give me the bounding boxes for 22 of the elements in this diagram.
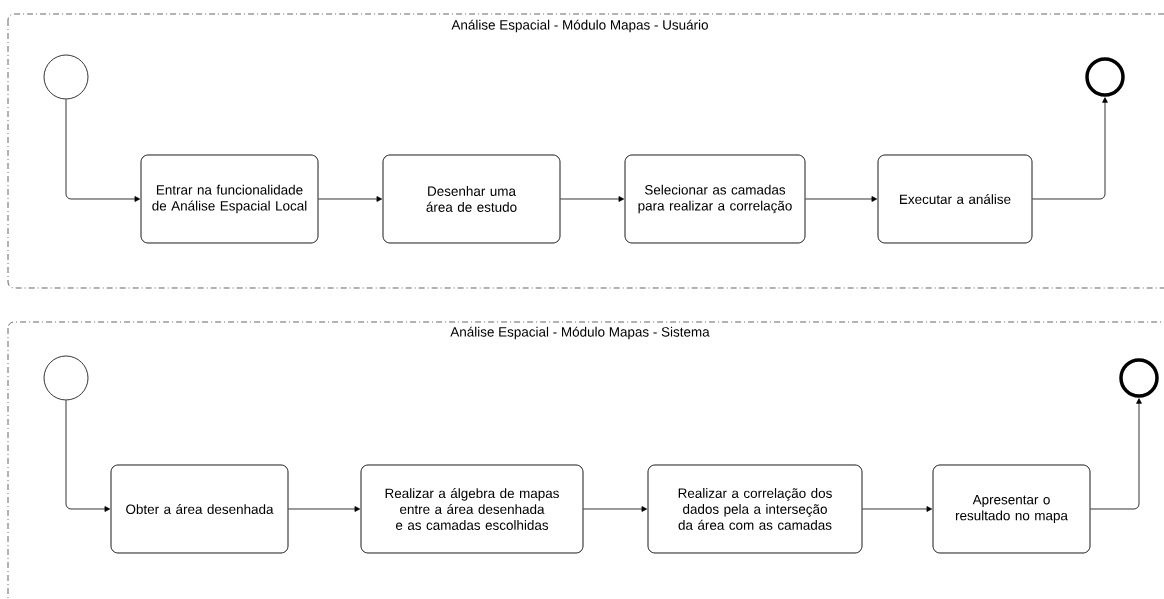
arrow bbox=[862, 506, 933, 512]
process-box: Realizar a álgebra de mapas entre a área desenhada e as camadas escolhidas bbox=[360, 464, 584, 554]
process-box: Obter a área desenhada bbox=[110, 464, 289, 554]
arrow bbox=[805, 196, 878, 202]
arrow bbox=[583, 506, 648, 512]
arrow bbox=[560, 196, 625, 202]
process-box: Entrar na funcionalidade de Análise Espacial Local bbox=[140, 154, 319, 244]
arrow bbox=[65, 99, 141, 202]
start-event bbox=[43, 54, 89, 100]
start-event bbox=[43, 355, 89, 401]
arrow bbox=[318, 196, 383, 202]
arrow bbox=[65, 400, 111, 512]
process-box: Selecionar as camadas para realizar a correlação bbox=[624, 154, 806, 244]
arrow bbox=[1090, 398, 1142, 510]
process-box: Desenhar uma área de estudo bbox=[382, 154, 561, 244]
process-box: Apresentar o resultado no mapa bbox=[932, 464, 1091, 554]
process-box: Executar a análise bbox=[877, 154, 1033, 244]
end-event bbox=[1119, 358, 1159, 398]
arrow bbox=[288, 506, 361, 512]
process-box: Realizar a correlação dos dados pela a interseção da área com as camadas bbox=[647, 464, 863, 554]
arrow bbox=[1032, 97, 1108, 200]
end-event bbox=[1085, 57, 1125, 97]
